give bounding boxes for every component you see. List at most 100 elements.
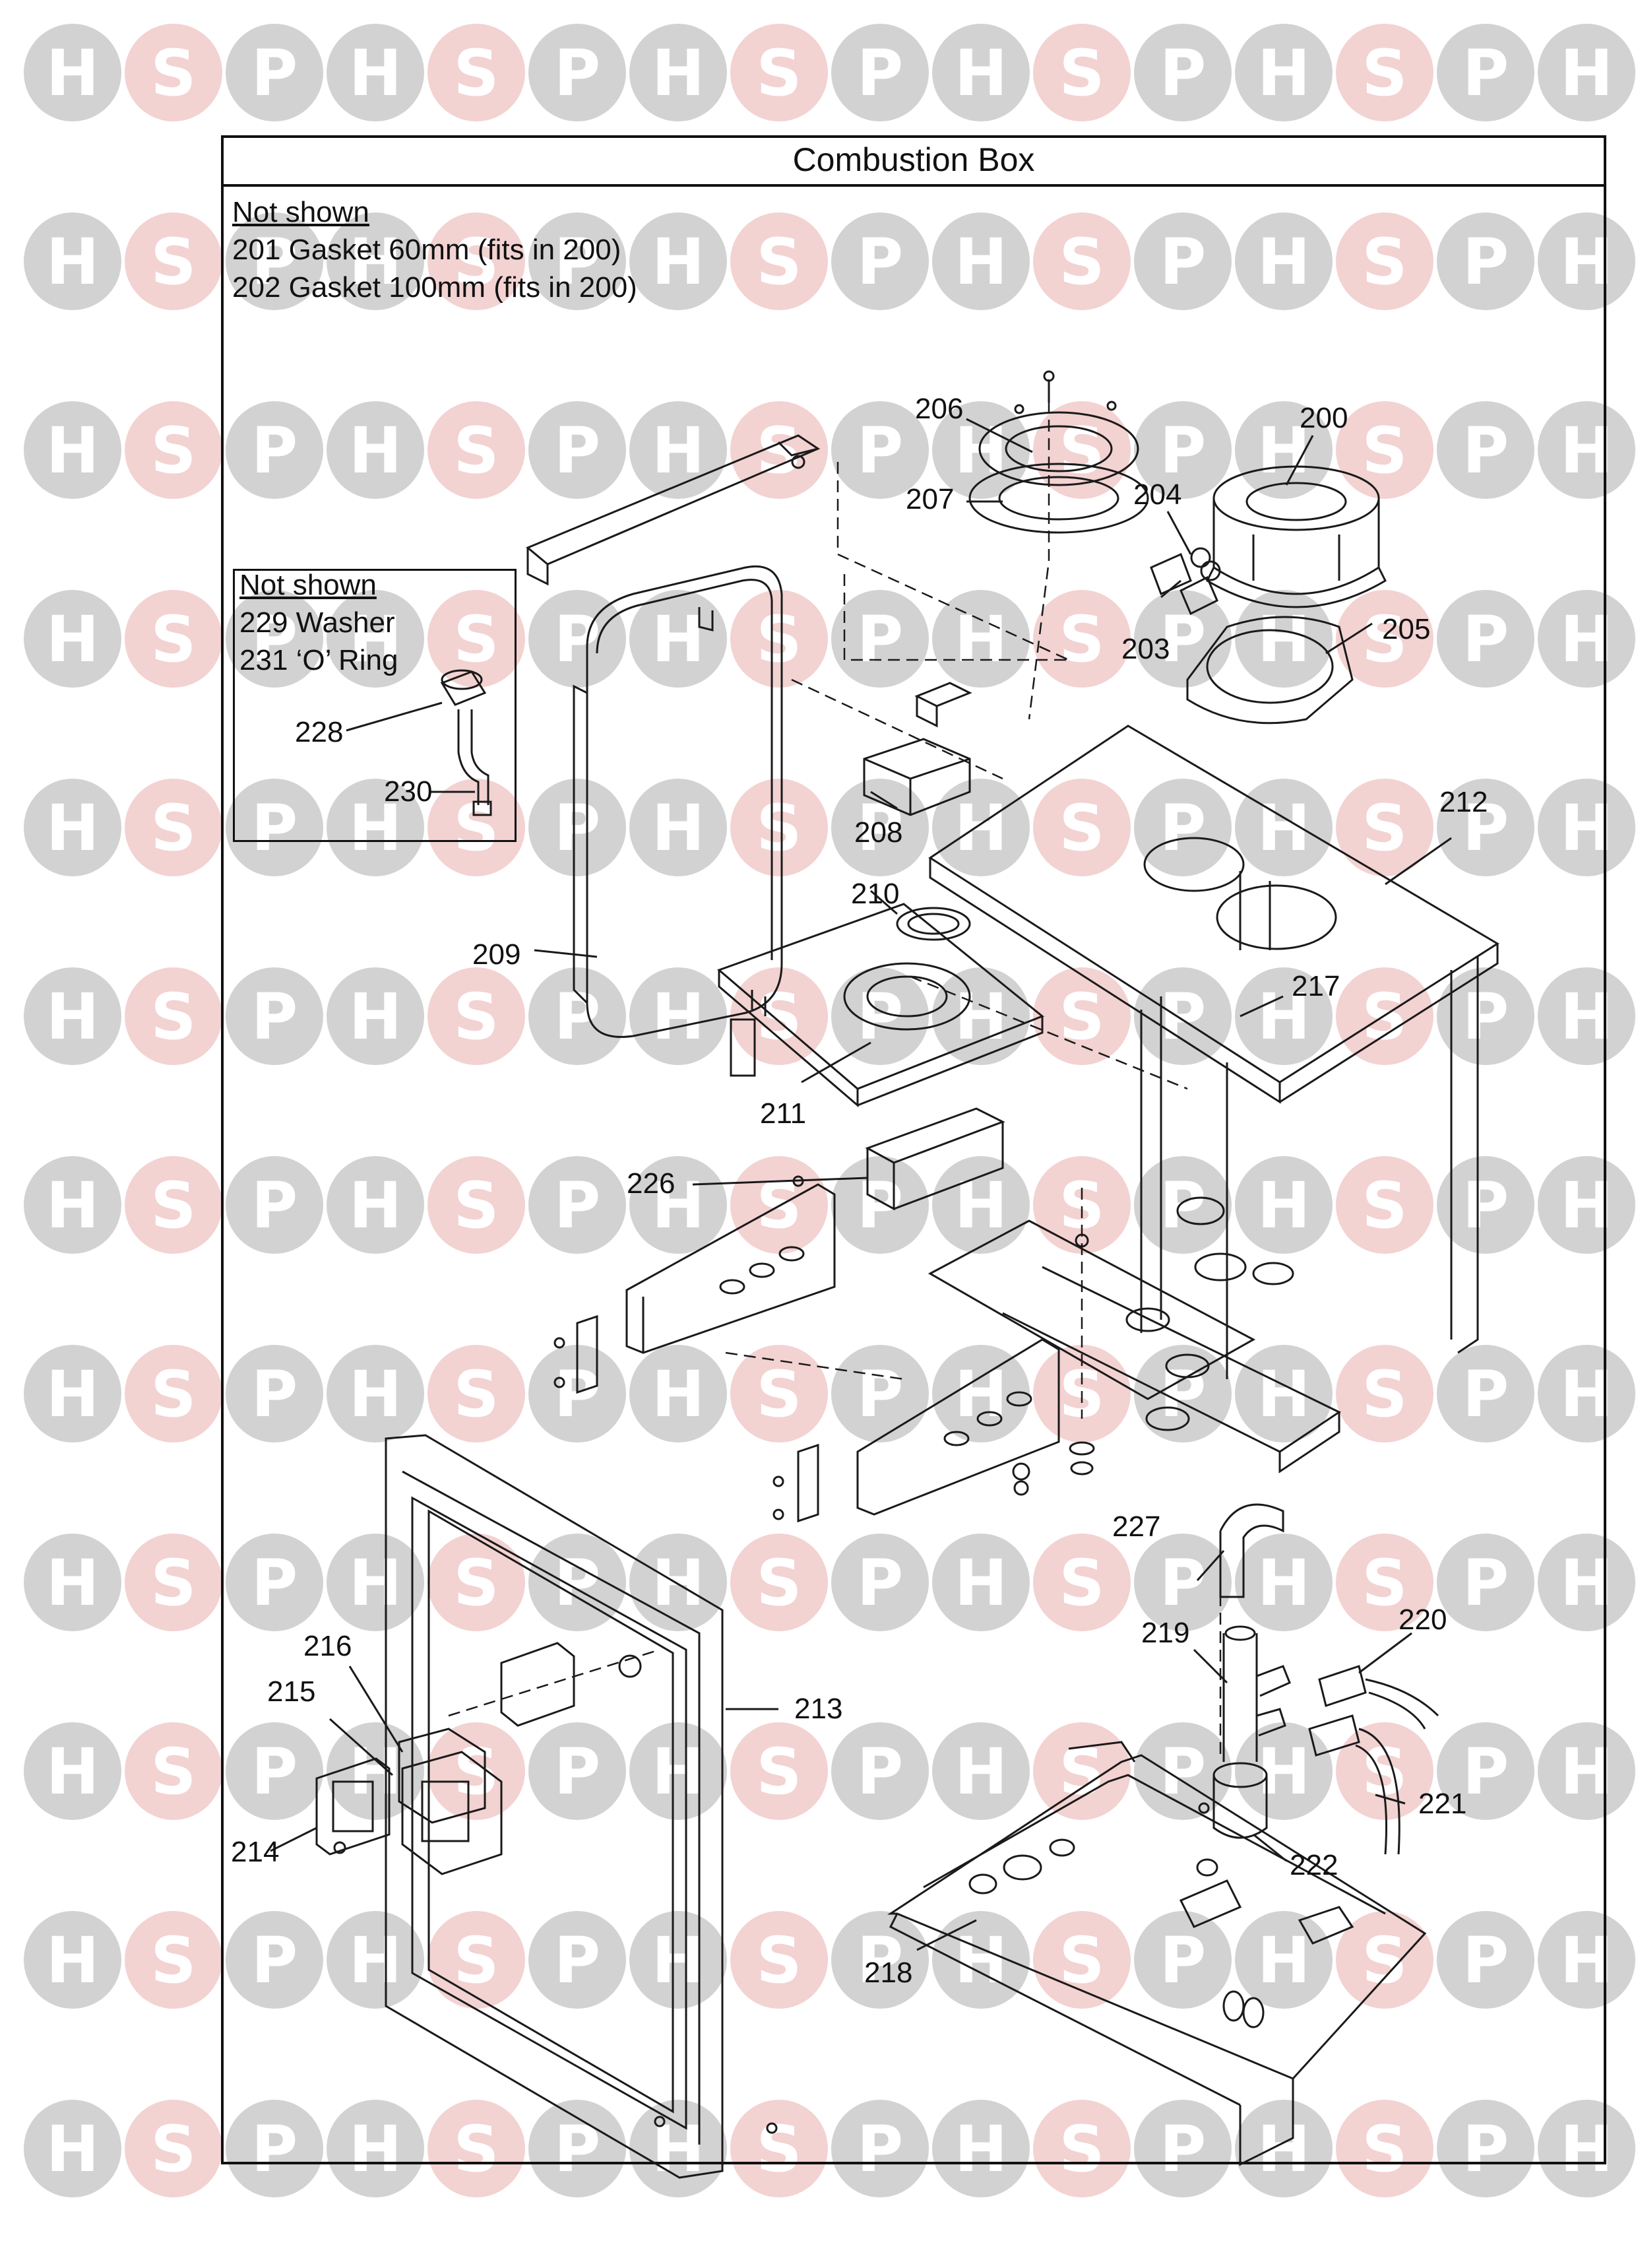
watermark-circle [1538,212,1635,310]
watermark-letter: P [857,2112,903,2186]
watermark-badge: P [226,24,323,121]
watermark-circle [831,24,929,121]
watermark-badge: H [24,401,121,499]
watermark-circle [1033,1722,1131,1820]
part-219-condensate-trap [1198,1625,1291,1839]
part-210-ring [896,907,971,941]
watermark-circle [427,1156,525,1254]
watermark-circle [1336,1345,1433,1442]
watermark-badge: P [226,212,323,310]
watermark-letter: S [756,791,802,865]
watermark-letter: H [955,1357,1007,1431]
callout-206: 206 [915,393,964,425]
watermark-circle [932,779,1030,876]
watermark-letter: H [46,1546,99,1620]
watermark-circle [730,590,828,688]
watermark-badge: S [1336,401,1433,499]
watermark-badge: P [1134,1156,1232,1254]
callout-203: 203 [1121,633,1170,665]
watermark-circle [226,590,323,688]
part-206-ring [978,370,1139,486]
watermark-letter: H [46,791,99,865]
watermark-badge: S [730,1534,828,1631]
watermark-circle [327,967,424,1065]
watermark-badge: H [932,779,1030,876]
watermark-circle [1437,2100,1534,2197]
watermark-circle [1437,401,1534,499]
watermark-letter: H [652,36,705,110]
watermark-circle [1033,590,1131,688]
watermark-circle [1134,1722,1232,1820]
watermark-circle [1235,1722,1333,1820]
watermark-letter: H [955,791,1007,865]
watermark-letter: S [150,1169,196,1243]
watermark-badge: P [528,1911,626,2009]
watermark-badge: P [226,1345,323,1442]
inset-not-shown-note: Not shown 229 Washer 231 ‘O’ Ring [239,566,398,679]
watermark-letter: S [150,1735,196,1809]
watermark-circle [24,212,121,310]
callout-210: 210 [851,878,900,910]
not-shown-line-201: 201 Gasket 60mm (fits in 200) [232,234,621,266]
watermark-circle [831,1345,929,1442]
watermark-badge: P [528,1722,626,1820]
watermark-letter: P [1160,225,1206,299]
watermark-circle [1437,1534,1534,1631]
watermark-circle [24,401,121,499]
watermark-circle [427,1534,525,1631]
watermark-letter: H [46,1735,99,1809]
watermark-circle [226,2100,323,2197]
watermark-letter: H [652,1735,705,1809]
part-207-gasket [968,463,1149,534]
watermark-badge: P [1437,24,1534,121]
part-208-switch [863,682,972,816]
watermark-circle [528,1722,626,1820]
watermark-badge: S [125,1911,222,2009]
watermark-letter: P [251,1169,298,1243]
watermark-letter: H [349,791,402,865]
watermark-letter: S [453,1169,499,1243]
watermark-letter: S [150,980,196,1054]
watermark-circle [1033,1534,1131,1631]
watermark-letter: P [251,225,298,299]
watermark-letter: P [857,36,903,110]
watermark-circle [226,779,323,876]
watermark-letter: P [857,1924,903,1997]
diagram-title: Combustion Box [792,141,1035,178]
watermark-circle [1336,1911,1433,2009]
part-227-pipe [1219,1503,1284,1598]
watermark-circle [327,590,424,688]
watermark-badge: P [1134,24,1232,121]
watermark-letter: S [453,225,499,299]
watermark-badge: S [1033,590,1131,688]
watermark-letter: P [251,791,298,865]
watermark-circle [1033,212,1131,310]
callout-226: 226 [627,1167,676,1200]
watermark-badge: S [730,1345,828,1442]
watermark-circle [1336,590,1433,688]
watermark-badge: S [427,1156,525,1254]
watermark-badge: H [629,967,727,1065]
watermark-badge: P [226,1156,323,1254]
watermark-circle [730,401,828,499]
watermark-letter: P [554,602,600,676]
watermark-circle [1235,1156,1333,1254]
watermark-letter: P [1160,414,1206,488]
part-211-sump-plate [717,903,1044,1108]
watermark-circle [427,401,525,499]
watermark-badge: S [125,779,222,876]
watermark-circle [24,1345,121,1442]
watermark-badge: H [327,967,424,1065]
watermark-circle [1538,1156,1635,1254]
watermark-badge: P [226,1911,323,2009]
part-218-base-tray [887,1741,1427,2166]
watermark-circle [427,590,525,688]
watermark-circle [1336,24,1433,121]
watermark-circle [24,967,121,1065]
watermark-badge: P [226,779,323,876]
watermark-letter: H [1257,980,1310,1054]
watermark-badge: S [427,1534,525,1631]
part-200-flue-adaptor [1206,465,1387,608]
watermark-letter: H [652,225,705,299]
watermark-circle [1538,1534,1635,1631]
